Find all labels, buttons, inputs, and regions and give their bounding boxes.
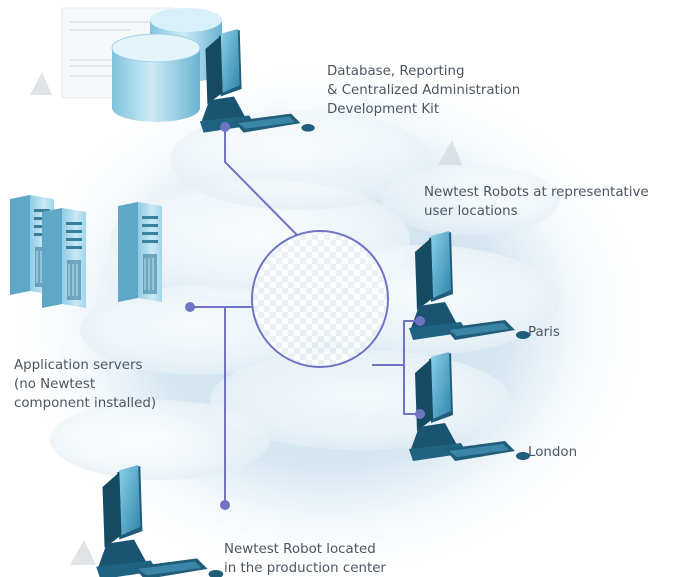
london-node bbox=[415, 409, 425, 419]
paris-label: Paris bbox=[528, 323, 560, 342]
app-servers-label: Application servers (no Newtest componen… bbox=[14, 356, 156, 413]
paris-label-text: Paris bbox=[528, 325, 560, 340]
paris-london-connector bbox=[372, 320, 420, 366]
robots-label-line-1: Newtest Robots at representative bbox=[424, 185, 649, 200]
database-icon bbox=[111, 8, 222, 122]
network-hub-icon bbox=[251, 230, 389, 368]
app-servers-label-line-1: Application servers bbox=[14, 358, 143, 373]
database-label-line-1: Database, Reporting bbox=[327, 64, 465, 79]
database-label: Database, Reporting & Centralized Admini… bbox=[327, 62, 520, 119]
paris-node bbox=[415, 316, 425, 326]
connector-lines bbox=[190, 127, 420, 505]
robots-label: Newtest Robots at representative user lo… bbox=[424, 183, 649, 221]
production-node bbox=[220, 500, 230, 510]
app-servers-node bbox=[185, 302, 195, 312]
production-label: Newtest Robot located in the production … bbox=[224, 540, 386, 577]
london-label-text: London bbox=[528, 445, 578, 460]
london-connector bbox=[403, 365, 420, 415]
connection-nodes bbox=[185, 122, 425, 510]
robots-label-line-2: user locations bbox=[424, 204, 518, 219]
app-servers-label-line-2: (no Newtest bbox=[14, 377, 96, 392]
london-label: London bbox=[528, 443, 577, 462]
database-node bbox=[220, 122, 230, 132]
database-label-line-3: Development Kit bbox=[327, 102, 440, 117]
production-label-line-1: Newtest Robot located bbox=[224, 542, 376, 557]
app-servers-label-line-3: component installed) bbox=[14, 396, 157, 411]
production-label-line-2: in the production center bbox=[224, 561, 386, 576]
database-label-line-2: & Centralized Administration bbox=[327, 83, 521, 98]
database-connector bbox=[224, 127, 298, 236]
